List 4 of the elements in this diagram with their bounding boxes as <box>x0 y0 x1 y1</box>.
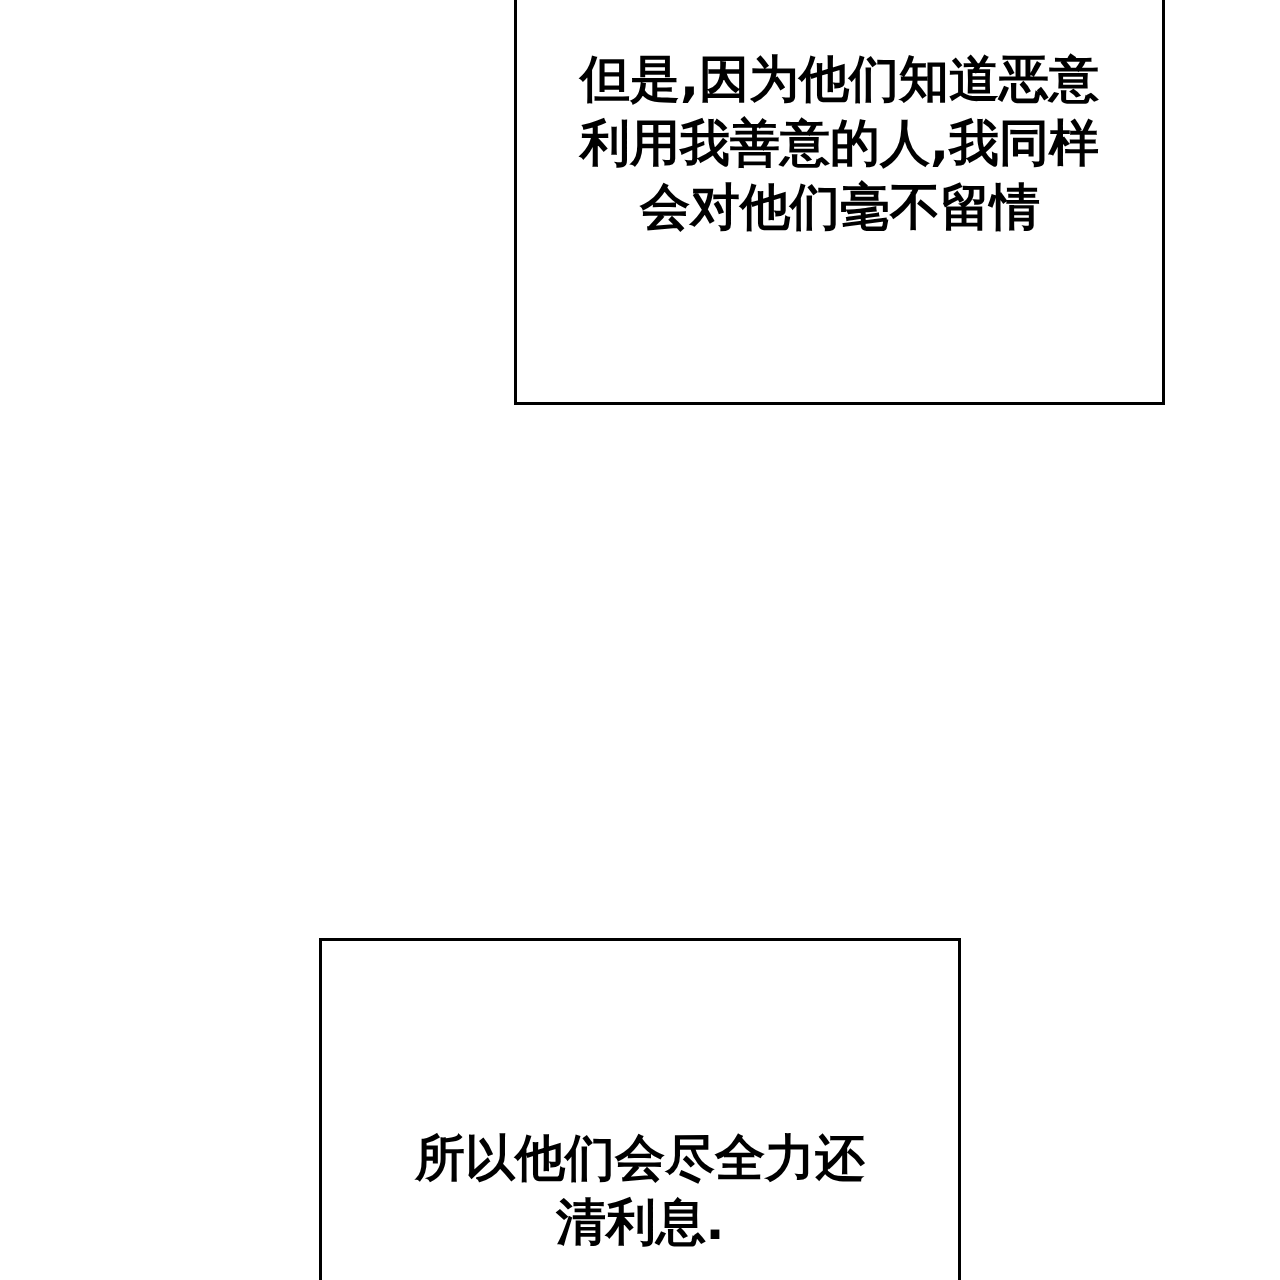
dialogue-text: 但是,因为他们知道恶意利用我善意的人,我同样会对他们毫不留情 <box>577 49 1100 238</box>
dialogue-text: 所以他们会尽全力还清利息. <box>413 1128 866 1253</box>
caption-box <box>319 938 961 1280</box>
caption-box <box>514 0 1165 405</box>
